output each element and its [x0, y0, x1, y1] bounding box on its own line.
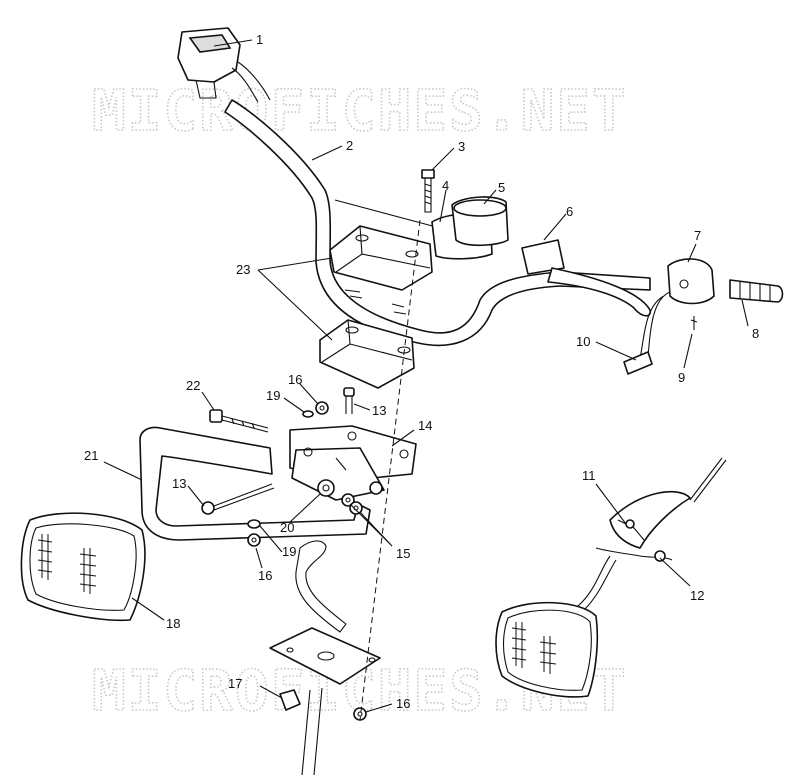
clamp-lower [319, 319, 415, 389]
hand-grip [729, 279, 784, 303]
clip-17 [279, 689, 301, 711]
light-bracket [139, 426, 371, 633]
throttle-cable [623, 291, 671, 375]
bolt-13-right [343, 387, 355, 414]
callout-2: 2 [346, 138, 353, 153]
mounting-plate [289, 425, 417, 501]
callout-3: 3 [458, 139, 465, 154]
callout-10: 10 [576, 334, 590, 349]
callout-16-bottom: 16 [396, 696, 410, 711]
steering-stem [301, 687, 323, 775]
callout-13-left: 13 [172, 476, 186, 491]
callout-21: 21 [84, 448, 98, 463]
callout-1: 1 [256, 32, 263, 47]
watermark-top: MICROFICHES.NET [92, 79, 628, 144]
callout-numbers: 1 2 3 4 5 6 7 8 9 10 11 12 13 13 14 15 1… [84, 32, 759, 711]
callout-14: 14 [418, 418, 432, 433]
lower-plate [269, 627, 381, 685]
washer-19-upper [302, 410, 314, 418]
alignment-line [359, 219, 421, 721]
callout-17: 17 [228, 676, 242, 691]
leader-lines [103, 39, 749, 713]
screw-9 [690, 316, 698, 330]
bolt-13-left [201, 483, 275, 515]
nut-16-upper [315, 401, 329, 415]
callout-19-lower: 19 [282, 544, 296, 559]
spacer-20 [317, 479, 335, 497]
callout-23: 23 [236, 262, 250, 277]
callout-11: 11 [582, 468, 596, 483]
handlebar [224, 99, 651, 347]
clamp-upper [329, 225, 433, 291]
callout-9: 9 [678, 370, 685, 385]
headlight-right-assembly [495, 457, 727, 698]
bolt-22 [209, 409, 269, 433]
headlight-left [20, 512, 146, 622]
callout-8: 8 [752, 326, 759, 341]
callout-19-upper: 19 [266, 388, 280, 403]
crossbar-pad [431, 196, 509, 260]
nut-16-lower [247, 533, 261, 547]
throttle-housing [667, 258, 715, 305]
callout-22: 22 [186, 378, 200, 393]
bolt-3 [421, 169, 435, 213]
callout-5: 5 [498, 180, 505, 195]
callout-15: 15 [396, 546, 410, 561]
callout-4: 4 [442, 178, 449, 193]
callout-12: 12 [690, 588, 704, 603]
callout-18: 18 [166, 616, 180, 631]
callout-16-upper: 16 [288, 372, 302, 387]
callout-13-right: 13 [372, 403, 386, 418]
washer-19-lower [247, 519, 261, 529]
callout-16-lower: 16 [258, 568, 272, 583]
callout-6: 6 [566, 204, 573, 219]
switch-housing [177, 27, 271, 103]
brake-lever [521, 239, 652, 317]
callout-20: 20 [280, 520, 294, 535]
washers-15 [341, 493, 363, 515]
callout-7: 7 [694, 228, 701, 243]
